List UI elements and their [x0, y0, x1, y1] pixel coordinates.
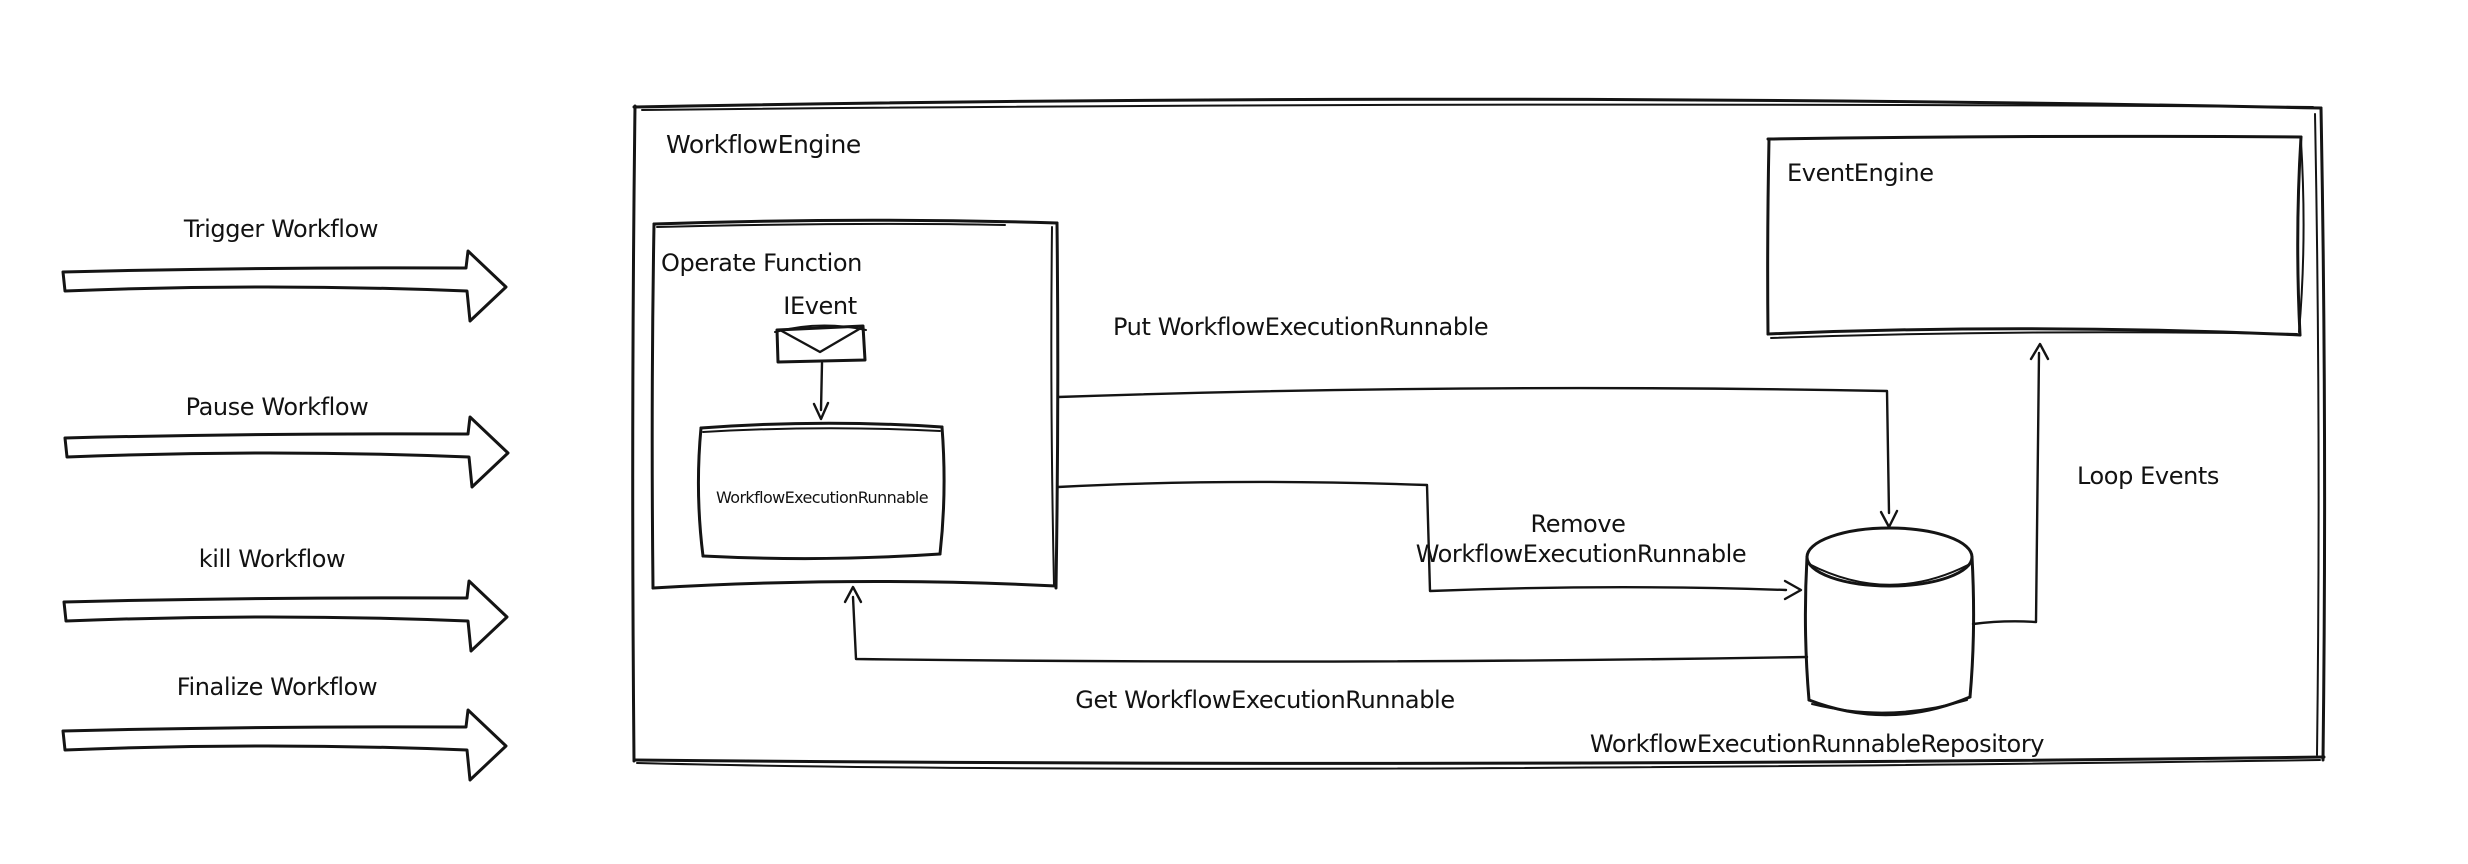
cylinder-right-side — [1968, 555, 1976, 699]
operate-function-left-edge — [650, 222, 656, 590]
workflow-engine-top-edge-sketch — [641, 103, 2314, 111]
get-arrowhead-icon — [843, 585, 863, 604]
cylinder-left-side — [1803, 555, 1811, 702]
workflow-engine-right-edge-sketch — [2314, 113, 2320, 756]
operate-function-title: Operate Function — [661, 249, 862, 277]
remove-arrowhead-icon — [1783, 579, 1803, 601]
remove-label-line1: Remove — [1531, 510, 1626, 538]
workflow-execution-runnable-box: WorkflowExecutionRunnable — [696, 421, 946, 561]
runnable-right-edge — [938, 425, 946, 556]
cylinder-top-ellipse — [1805, 526, 1974, 588]
event-engine-bottom-edge-sketch — [1770, 331, 2298, 339]
workflow-execution-runnable-label: WorkflowExecutionRunnable — [716, 488, 928, 507]
envelope-body — [775, 324, 867, 364]
get-connector-line — [851, 595, 1809, 663]
event-engine-box: EventEngine — [1766, 134, 2305, 339]
remove-connector-line — [1056, 480, 1788, 593]
loop-connector-line — [1971, 351, 2041, 626]
put-arrowhead-icon — [1879, 509, 1899, 529]
workflow-engine-left-edge — [631, 104, 637, 763]
operate-function-top-edge-sketch — [656, 222, 1006, 228]
cylinder-top-rim-sketch — [1808, 563, 1969, 586]
workflow-engine-bottom-edge-sketch — [636, 759, 2321, 770]
runnable-top-edge-sketch — [702, 427, 941, 433]
put-connector-line — [1056, 386, 1891, 515]
operate-function-top-edge — [652, 218, 1059, 226]
event-engine-left-edge — [1766, 137, 1771, 336]
runnable-top-edge — [699, 421, 944, 430]
event-engine-right-edge — [2296, 135, 2303, 337]
kill-workflow-arrow — [62, 579, 509, 653]
workflow-engine-box: WorkflowEngine — [631, 97, 2327, 770]
external-triggers: Trigger Workflow Pause Workflow kill Wor… — [61, 215, 510, 782]
database-cylinder-icon: WorkflowExecutionRunnableRepository — [1590, 526, 2045, 758]
finalize-workflow-label: Finalize Workflow — [177, 673, 377, 701]
flow-loop-events: Loop Events — [1971, 342, 2219, 626]
runnable-bottom-edge — [701, 552, 942, 561]
remove-label-line2: WorkflowExecutionRunnable — [1416, 540, 1747, 568]
workflow-engine-right-edge — [2319, 106, 2327, 762]
pause-workflow-arrow — [63, 415, 510, 489]
repository-label: WorkflowExecutionRunnableRepository — [1590, 730, 2044, 758]
envelope-icon — [774, 324, 867, 364]
get-label: Get WorkflowExecutionRunnable — [1075, 686, 1454, 714]
event-engine-top-edge — [1766, 134, 2303, 141]
trigger-workflow-label: Trigger Workflow — [183, 215, 378, 243]
event-engine-title: EventEngine — [1787, 159, 1934, 187]
event-engine-right-edge-sketch — [2298, 140, 2305, 333]
workflow-engine-title: WorkflowEngine — [666, 130, 861, 159]
envelope-top-sketch — [774, 324, 867, 333]
operate-function-bottom-edge — [651, 579, 1058, 590]
workflow-engine-bottom-edge — [632, 755, 2326, 765]
operate-function-right-edge-sketch — [1050, 226, 1055, 586]
flow-remove: Remove WorkflowExecutionRunnable — [1056, 480, 1803, 601]
pause-workflow-label: Pause Workflow — [186, 393, 369, 421]
operate-function-right-edge — [1054, 221, 1060, 590]
loop-events-label: Loop Events — [2077, 462, 2219, 490]
operate-function-box: Operate Function IEvent WorkflowExecutio… — [650, 218, 1060, 590]
ievent-label: IEvent — [783, 292, 856, 320]
flow-put: Put WorkflowExecutionRunnable — [1056, 313, 1899, 529]
flow-get: Get WorkflowExecutionRunnable — [843, 585, 1809, 714]
envelope-flap — [778, 326, 863, 354]
runnable-left-edge — [696, 426, 705, 558]
loop-arrowhead-icon — [2029, 342, 2050, 361]
ievent-arrowhead-icon — [812, 401, 830, 421]
workflow-engine-top-edge — [632, 97, 2323, 110]
trigger-workflow-arrow — [61, 249, 508, 323]
cylinder-bottom-arc-sketch — [1811, 699, 1968, 714]
finalize-workflow-arrow — [61, 708, 508, 782]
kill-workflow-label: kill Workflow — [199, 545, 346, 573]
put-label: Put WorkflowExecutionRunnable — [1113, 313, 1488, 341]
ievent-to-runnable-arrow — [819, 361, 824, 412]
